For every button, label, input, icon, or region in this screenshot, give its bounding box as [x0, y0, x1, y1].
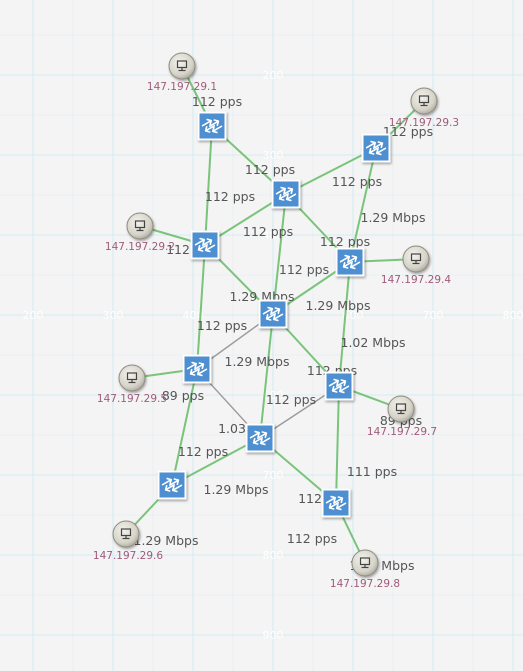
host-ip-label: 147.197.29.6: [93, 550, 163, 562]
host-ip-label: 147.197.29.2: [105, 241, 175, 253]
host-h3[interactable]: [410, 87, 438, 115]
switch-arrows-icon: [201, 118, 223, 134]
rate-label: 1.02 Mbps: [341, 335, 406, 350]
rate-label: 1.29 Mbps: [361, 210, 426, 225]
grid-x-label: 700: [423, 309, 444, 322]
grid-x-label: 200: [23, 309, 44, 322]
rate-label: 111 pps: [347, 464, 397, 479]
grid-y-label: 800: [263, 549, 284, 562]
rate-label: 112 pps: [287, 531, 337, 546]
switch-arrows-icon: [194, 237, 216, 253]
grid-y-label: 400: [263, 229, 284, 242]
host-ip-label: 147.197.29.7: [367, 426, 437, 438]
host-h6[interactable]: [112, 520, 140, 548]
computer-icon: [126, 372, 138, 384]
rate-label: 112 pps: [245, 162, 295, 177]
switch-sw7[interactable]: [182, 354, 212, 384]
link-sw2-sw5[interactable]: [349, 147, 377, 263]
switch-sw5[interactable]: [335, 247, 365, 277]
grid-y-label: 900: [263, 629, 284, 642]
computer-icon: [176, 60, 188, 72]
rate-label: 112 pps: [383, 124, 433, 139]
rate-labels: 112 pps 112 pps 112 pps 112 112 pps 112 pps 11…: [134, 94, 434, 573]
rate-label: 112: [298, 491, 322, 506]
host-ip-label: 147.197.29.4: [381, 274, 451, 286]
computer-icon: [410, 253, 422, 265]
switch-arrows-icon: [186, 361, 208, 377]
switch-arrows-icon: [275, 186, 297, 202]
rate-label: 1.29 Mbps: [134, 533, 199, 548]
switch-arrows-icon: [325, 495, 347, 511]
host-ip-label: 147.197.29.1: [147, 81, 217, 93]
switch-sw11[interactable]: [321, 488, 351, 518]
computer-icon: [395, 403, 407, 415]
computer-icon: [134, 220, 146, 232]
rate-label: 89 pps: [162, 388, 204, 403]
switch-sw8[interactable]: [324, 371, 354, 401]
link-sw1-sw4[interactable]: [204, 125, 213, 246]
host-ip-label: 147.197.29.3: [389, 117, 459, 129]
grid-y-label: 700: [263, 469, 284, 482]
host-ip-label: 147.197.29.8: [330, 578, 400, 590]
grid-y-label: 300: [263, 149, 284, 162]
switch-sw3[interactable]: [271, 179, 301, 209]
rate-label: 1.29 Mbps: [306, 298, 371, 313]
switch-sw2[interactable]: [361, 133, 391, 163]
rate-label: 112 pps: [192, 94, 242, 109]
switch-arrows-icon: [328, 378, 350, 394]
host-h4[interactable]: [402, 245, 430, 273]
rate-label: 1.29 Mbps: [204, 482, 269, 497]
rate-label: 112 pps: [320, 234, 370, 249]
switch-arrows-icon: [339, 254, 361, 270]
host-h1[interactable]: [168, 52, 196, 80]
grid-x-label: 800: [503, 309, 523, 322]
rate-label: 112 pps: [332, 174, 382, 189]
rate-label: 112 pps: [279, 262, 329, 277]
link-sw9-sw10[interactable]: [171, 437, 261, 486]
link-sw5-sw8[interactable]: [338, 261, 351, 387]
switch-sw10[interactable]: [157, 470, 187, 500]
rate-label: 112 pps: [243, 224, 293, 239]
switch-arrows-icon: [161, 477, 183, 493]
switch-sw1[interactable]: [197, 111, 227, 141]
switch-arrows-icon: [262, 306, 284, 322]
rate-label: 112 pps: [197, 318, 247, 333]
switch-sw9[interactable]: [245, 423, 275, 453]
rate-label: 112 pps: [178, 444, 228, 459]
grid-x-label: 400: [183, 309, 204, 322]
switch-arrows-icon: [365, 140, 387, 156]
rate-label: 112 pps: [266, 392, 316, 407]
link-sw2-sw3[interactable]: [285, 147, 377, 195]
grid-x-label: 600: [343, 309, 364, 322]
switch-sw6[interactable]: [258, 299, 288, 329]
rate-label: 112 pps: [205, 189, 255, 204]
computer-icon: [418, 95, 430, 107]
rate-label: 1.03: [218, 421, 246, 436]
link-sw4-sw7[interactable]: [196, 244, 206, 370]
host-ip-label: 147.197.29.5: [97, 393, 167, 405]
host-h5[interactable]: [118, 364, 146, 392]
grid-x-label: 300: [103, 309, 124, 322]
host-h8[interactable]: [351, 549, 379, 577]
link-sw3-sw6[interactable]: [272, 193, 287, 315]
host-h7[interactable]: [387, 395, 415, 423]
nodes: 147.197.29.1 147.197.29.2 147.197.29.3 147.…: [93, 52, 459, 590]
grid-y-label: 200: [263, 69, 284, 82]
switch-sw4[interactable]: [190, 230, 220, 260]
rate-label: 1.29 Mbps: [225, 354, 290, 369]
switch-arrows-icon: [249, 430, 271, 446]
link-sw8-sw11[interactable]: [335, 385, 340, 504]
link-sw7-sw10[interactable]: [171, 368, 198, 486]
rate-label: 112: [166, 242, 190, 257]
computer-icon: [359, 557, 371, 569]
link-sw6-sw9[interactable]: [259, 313, 274, 439]
computer-icon: [120, 528, 132, 540]
grid-y-label: 600: [263, 389, 284, 402]
host-h2[interactable]: [126, 212, 154, 240]
